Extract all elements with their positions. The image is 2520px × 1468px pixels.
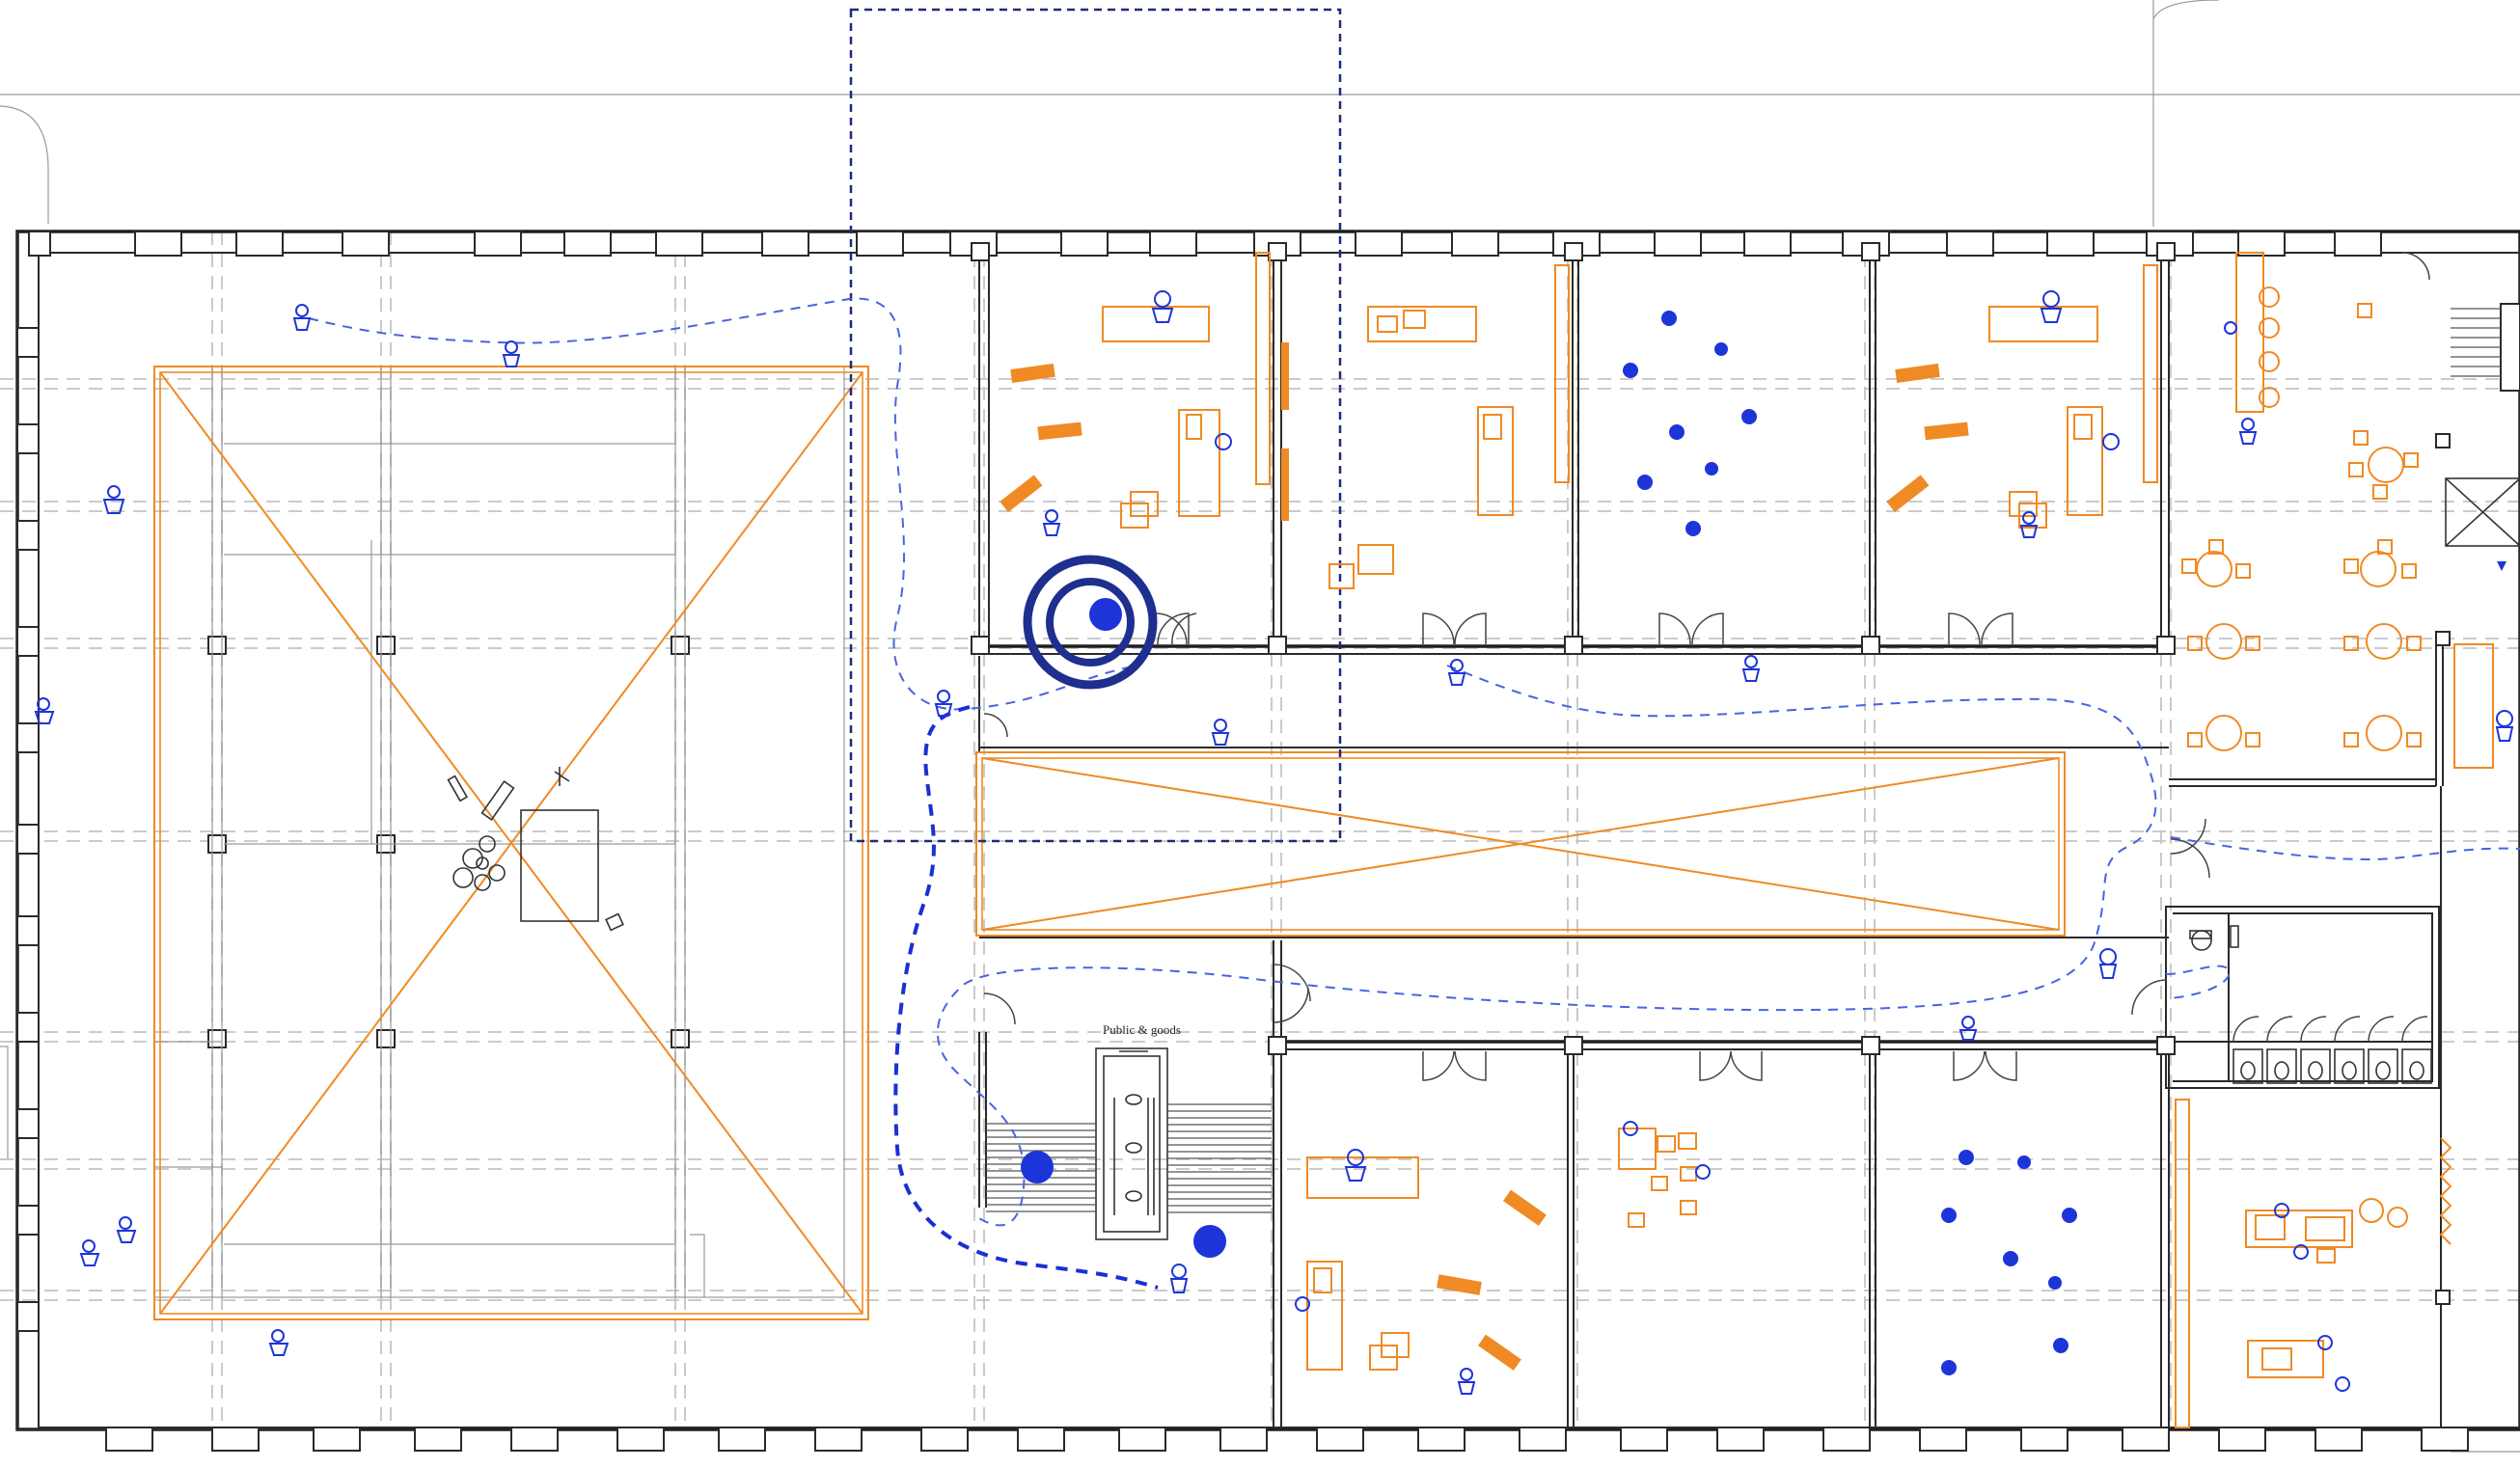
cafe-tables bbox=[2181, 286, 2494, 769]
lower-benches bbox=[1437, 1189, 1547, 1371]
columns bbox=[207, 242, 2451, 1305]
person-icon bbox=[1457, 1368, 1476, 1395]
person-icon bbox=[1941, 1360, 1957, 1375]
stair-marker-dot-1 bbox=[1021, 1151, 1054, 1183]
person-icon bbox=[1958, 1150, 1974, 1165]
person-icon bbox=[1623, 1121, 1638, 1136]
person-icon bbox=[2224, 321, 2237, 335]
person-icon bbox=[2053, 1338, 2068, 1353]
person-icon bbox=[1714, 342, 1728, 356]
person-icon bbox=[1669, 424, 1685, 440]
person-icon bbox=[1623, 363, 1638, 378]
focus-marker-dot bbox=[1089, 598, 1122, 631]
upper-benches bbox=[1000, 342, 1969, 521]
person-icon bbox=[1215, 433, 1232, 450]
person-icon bbox=[2317, 1335, 2333, 1350]
person-icon bbox=[292, 304, 312, 331]
person-icon bbox=[502, 340, 521, 367]
person-icon bbox=[1685, 521, 1701, 536]
person-icon bbox=[34, 697, 55, 724]
person-icon bbox=[2102, 433, 2120, 450]
person-icon bbox=[1151, 290, 1174, 323]
person-icon bbox=[1741, 409, 1757, 424]
toilet-block bbox=[2189, 925, 2432, 1084]
right-stair bbox=[2451, 308, 2501, 377]
wc-cubicles bbox=[2232, 1016, 2432, 1084]
person-icon bbox=[268, 1329, 289, 1356]
doors bbox=[983, 612, 2210, 1081]
person-icon bbox=[1741, 655, 1761, 682]
person-icon bbox=[102, 485, 125, 514]
person-icon bbox=[1211, 719, 1230, 746]
person-icon bbox=[1637, 475, 1653, 490]
focus-marker-outer bbox=[1023, 555, 1158, 690]
person-icon bbox=[1661, 311, 1677, 326]
person-icon bbox=[2019, 511, 2039, 538]
void-zones bbox=[153, 366, 2066, 1320]
person-icon bbox=[1169, 1264, 1189, 1293]
person-icon bbox=[1042, 509, 1061, 536]
person-icon bbox=[2098, 948, 2118, 979]
structural-grid bbox=[0, 231, 2520, 1427]
person-icon bbox=[2040, 290, 2063, 323]
person-icon bbox=[1344, 1149, 1367, 1182]
hall-installation bbox=[447, 767, 624, 932]
markers bbox=[1021, 555, 1226, 1258]
person-icon bbox=[1705, 462, 1718, 476]
person-icon bbox=[2495, 710, 2514, 742]
person-icon bbox=[2293, 1244, 2309, 1260]
person-icon bbox=[2003, 1251, 2018, 1266]
person-icon bbox=[1295, 1296, 1310, 1312]
stair-marker-dot-2 bbox=[1193, 1225, 1226, 1258]
exterior-walls bbox=[15, 230, 2520, 1452]
person-icon bbox=[2335, 1376, 2350, 1392]
circulation-paths bbox=[308, 297, 2520, 1290]
central-stair: Public & goods bbox=[986, 1022, 1272, 1240]
focus-frame bbox=[849, 8, 1342, 843]
furniture-lower-rooms bbox=[1306, 1099, 2452, 1428]
person-icon bbox=[2238, 418, 2258, 445]
person-icon bbox=[2017, 1155, 2031, 1169]
person-icon bbox=[1958, 1016, 1978, 1041]
people-figures bbox=[34, 290, 2514, 1395]
focus-marker-inner bbox=[1046, 578, 1135, 666]
person-icon bbox=[1941, 1208, 1957, 1223]
person-icon bbox=[79, 1239, 100, 1266]
person-icon bbox=[1447, 659, 1466, 686]
person-icon bbox=[2048, 1276, 2062, 1290]
person-icon bbox=[1695, 1164, 1711, 1180]
person-icon bbox=[2062, 1208, 2077, 1223]
furniture-upper-rooms bbox=[1000, 252, 2494, 769]
stair-label: Public & goods bbox=[1103, 1022, 1181, 1037]
person-icon bbox=[116, 1216, 137, 1243]
person-icon bbox=[2274, 1203, 2289, 1218]
person-icon bbox=[934, 690, 953, 717]
